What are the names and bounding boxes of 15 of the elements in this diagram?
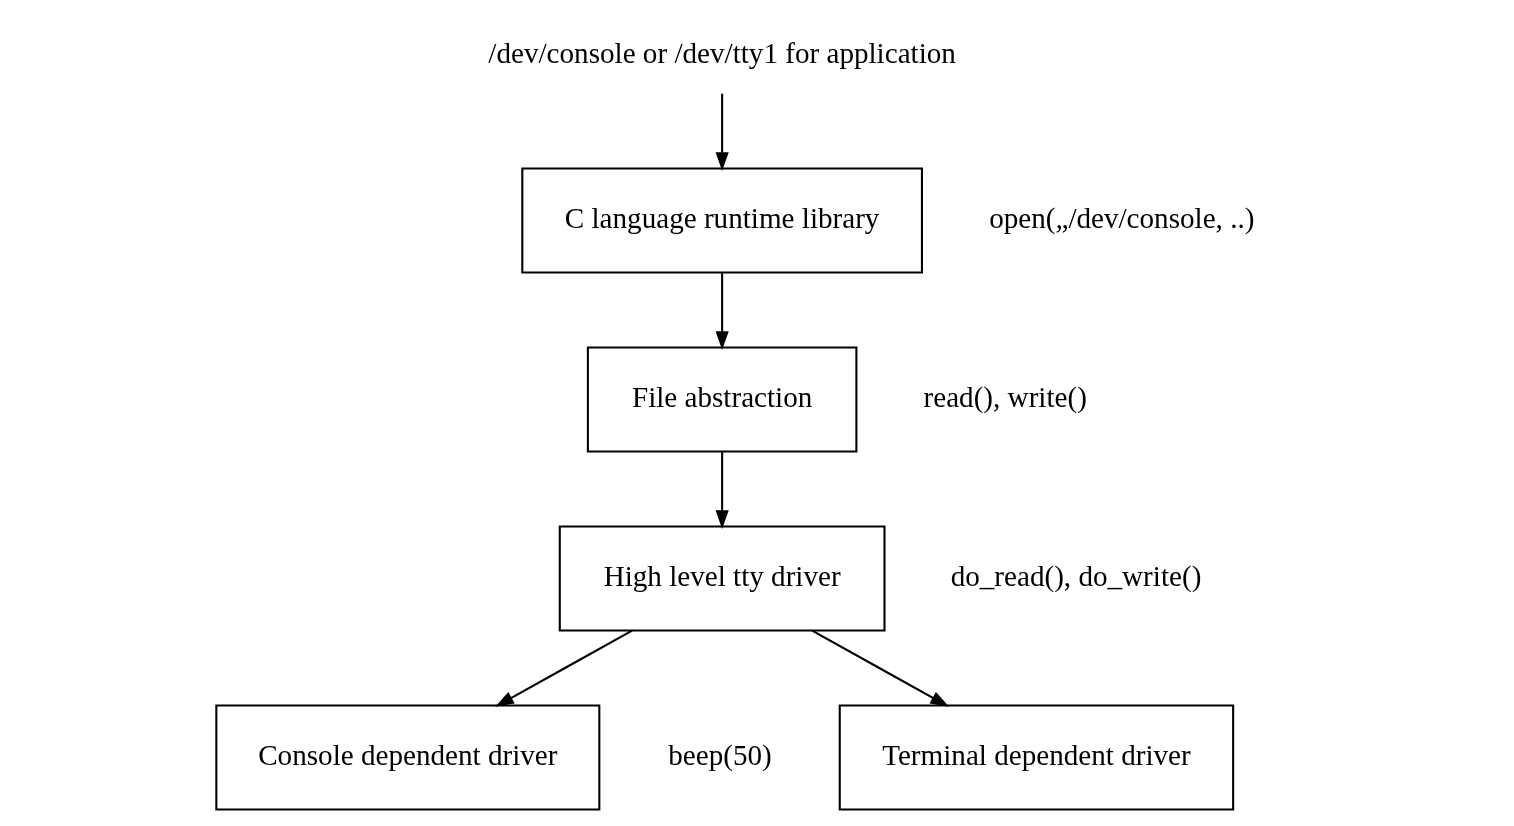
arrow — [715, 452, 729, 530]
arrow — [715, 93, 729, 171]
node-label: beep(50) — [668, 739, 772, 772]
node-text: /dev/console or /dev/tty1 for application — [488, 36, 956, 69]
node-box: C language runtime library — [521, 167, 923, 274]
arrow — [715, 273, 729, 351]
arrow — [495, 629, 633, 707]
node-box: High level tty driver — [558, 525, 886, 632]
node-box: File abstraction — [586, 346, 858, 453]
node-label: open(„/dev/console, ..) — [989, 202, 1255, 235]
arrow — [811, 629, 950, 707]
node-label: do_read(), do_write() — [950, 560, 1202, 593]
node-box: Terminal dependent driver — [838, 704, 1235, 811]
node-label: read(), write() — [923, 381, 1087, 414]
node-box: Console dependent driver — [215, 704, 601, 811]
